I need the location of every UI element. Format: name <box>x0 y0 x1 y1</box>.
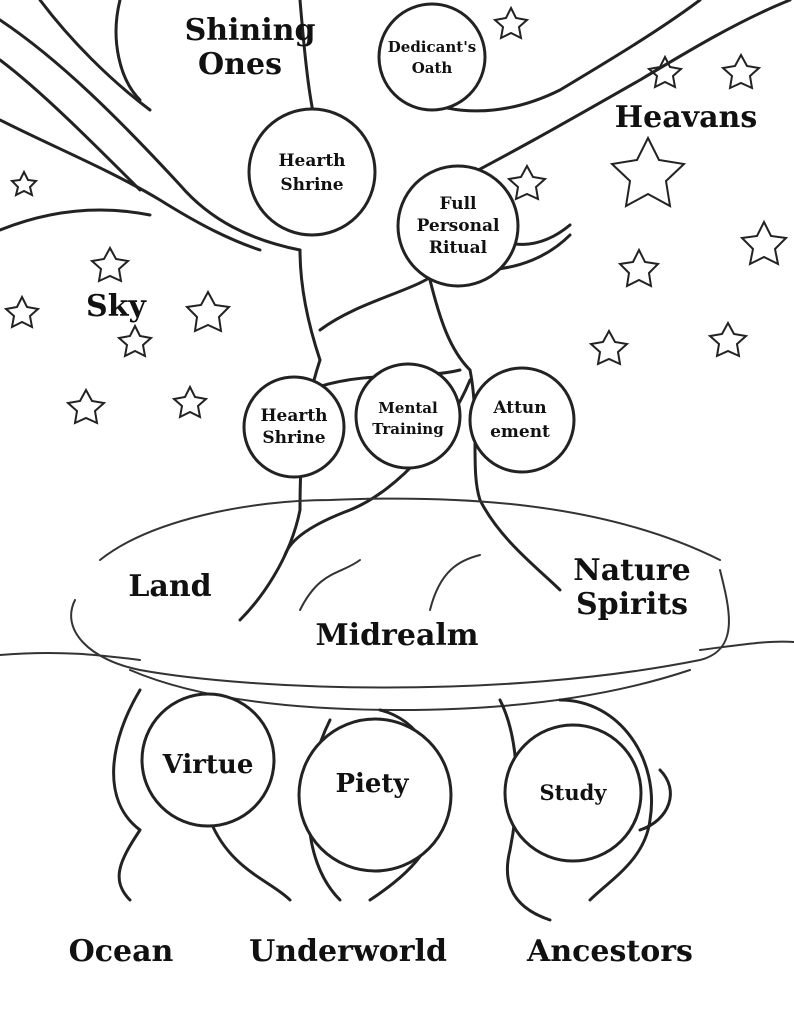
label-underworld: Underworld <box>249 934 447 969</box>
orb-label-line: ement <box>490 422 550 442</box>
orb-label: Piety <box>335 769 409 799</box>
orb-mental-training: Mental Training <box>354 362 462 470</box>
orb-piety: Piety <box>297 717 453 873</box>
orb-label-line: Oath <box>412 59 453 77</box>
orb-label-line: Full <box>439 194 477 214</box>
star-icon <box>65 387 107 425</box>
orb-hearth-shrine-upper: Hearth Shrine <box>247 107 377 237</box>
star-icon <box>588 328 630 366</box>
orb-label-line: Training <box>372 420 444 438</box>
label-heavans: Heavans <box>615 100 757 135</box>
label-land: Land <box>128 569 211 604</box>
realm-labels: Shining Ones Heavans Sky Land Nature Spi… <box>69 13 758 969</box>
orb-label-line: Ritual <box>429 238 488 258</box>
star-icon <box>9 169 39 197</box>
orb-label-line: Attun <box>492 398 546 418</box>
orb-label-line: Shrine <box>262 428 325 448</box>
star-icon <box>646 54 684 89</box>
stars <box>3 5 789 425</box>
star-icon <box>171 384 209 419</box>
orb-label: Virtue <box>162 750 254 780</box>
orb-label-line: Shrine <box>280 175 343 195</box>
orb-full-personal-ritual: Full Personal Ritual <box>396 164 520 288</box>
star-icon <box>116 323 154 358</box>
star-icon <box>184 289 232 333</box>
orb-label-line: Dedicant's <box>388 38 476 56</box>
label-shining-ones: Shining <box>185 13 316 48</box>
orb-label-line: Mental <box>378 399 438 417</box>
orb-label: Study <box>539 780 607 805</box>
orb-virtue: Virtue <box>140 692 276 828</box>
label-nature-spirits: Spirits <box>576 587 688 622</box>
star-icon <box>720 52 762 90</box>
star-icon <box>89 245 131 283</box>
orb-study: Study <box>503 723 643 863</box>
label-ocean: Ocean <box>69 934 174 969</box>
star-icon <box>617 247 661 288</box>
orb-attunement: Attun ement <box>468 366 576 474</box>
orb-label-line: Hearth <box>260 406 327 426</box>
label-sky: Sky <box>86 289 147 324</box>
label-midrealm: Midrealm <box>315 618 478 653</box>
star-icon <box>609 135 687 208</box>
orb-hearth-shrine-lower: Hearth Shrine <box>242 375 346 479</box>
star-icon <box>506 163 548 201</box>
orb-dedicants-oath: Dedicant's Oath <box>377 2 487 112</box>
star-icon <box>739 219 789 266</box>
star-icon <box>707 320 749 358</box>
label-ancestors: Ancestors <box>526 934 693 969</box>
star-icon <box>492 5 530 40</box>
orb-label-line: Hearth <box>278 151 345 171</box>
label-nature-spirits: Nature <box>573 553 690 588</box>
star-icon <box>3 294 41 329</box>
orb-label-line: Personal <box>417 216 500 236</box>
label-shining-ones: Ones <box>198 47 282 82</box>
